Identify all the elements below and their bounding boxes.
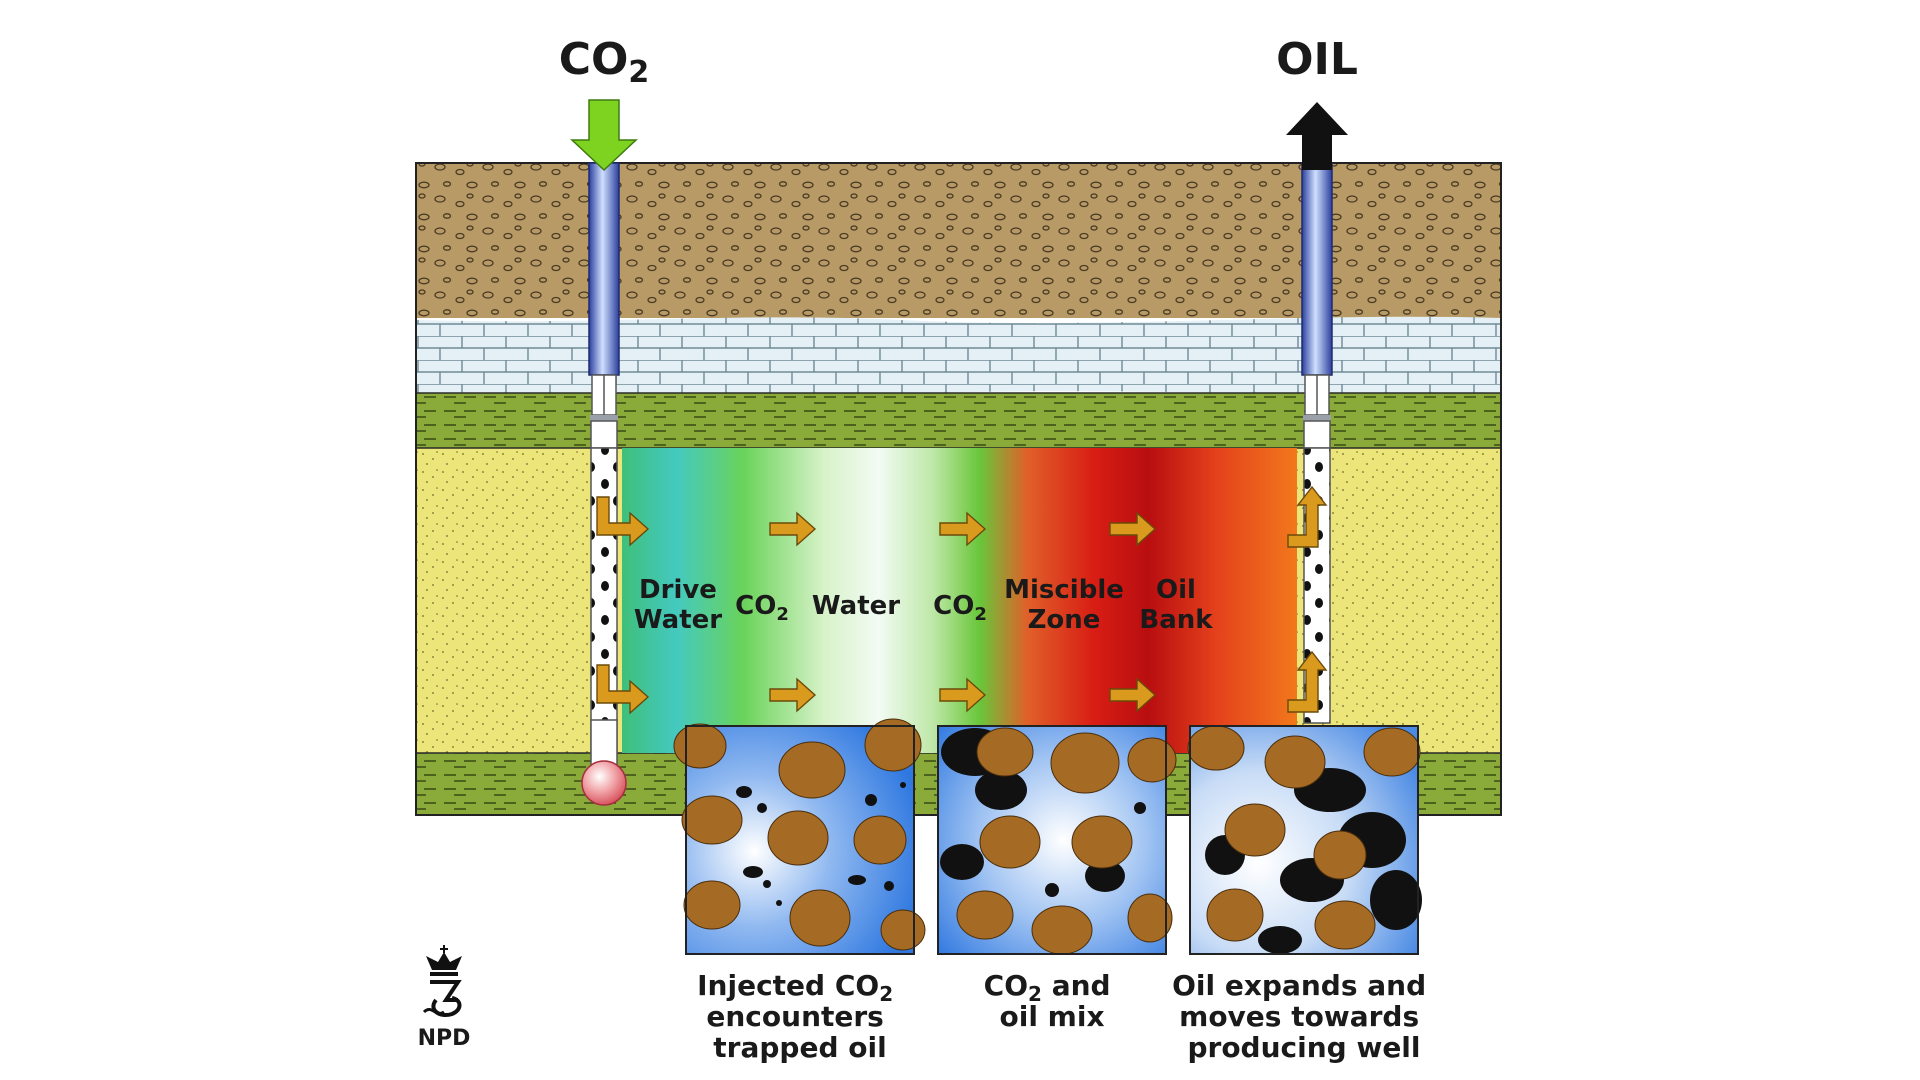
panel-3-caption: Oil expands and moves towards producing … bbox=[1172, 969, 1436, 1064]
overburden-layer bbox=[416, 163, 1501, 318]
shale-cap-layer bbox=[416, 393, 1501, 448]
flow-arrow-icon bbox=[596, 496, 650, 547]
oil-output-label: OIL bbox=[1276, 34, 1358, 85]
svg-text:NPD: NPD bbox=[418, 1026, 471, 1051]
flow-arrow-icon bbox=[1287, 485, 1328, 548]
flow-arrow-icon bbox=[596, 664, 650, 715]
zone-water-label: Water bbox=[812, 591, 900, 621]
flow-arrow-icon bbox=[769, 677, 817, 713]
production-well bbox=[1301, 162, 1333, 724]
co2-input-label: CO2 bbox=[559, 34, 650, 90]
flow-arrow-icon bbox=[939, 677, 987, 713]
zone-co2-label-2: CO2 bbox=[933, 591, 987, 625]
flow-arrow-icon bbox=[769, 511, 817, 547]
panel-1-caption: Injected CO2 encounters trapped oil bbox=[697, 969, 903, 1064]
npd-logo: NPD bbox=[418, 945, 471, 1051]
flow-arrow-icon bbox=[1287, 650, 1328, 713]
panel-2-caption: CO2 and oil mix bbox=[984, 969, 1121, 1033]
flow-arrow-icon bbox=[1109, 511, 1157, 547]
flood-front-gradient bbox=[622, 448, 1297, 753]
crown-icon bbox=[426, 952, 462, 970]
well-bottom-bulb bbox=[581, 760, 627, 806]
zone-co2-label-1: CO2 bbox=[735, 591, 789, 625]
co2-injection-arrow bbox=[570, 99, 638, 172]
limestone-layer bbox=[416, 316, 1501, 396]
flow-arrow-icon bbox=[939, 511, 987, 547]
pore-panel-2 bbox=[937, 725, 1177, 955]
oil-production-arrow bbox=[1286, 102, 1348, 170]
pore-panel-1 bbox=[673, 718, 926, 955]
flow-arrows bbox=[596, 485, 1328, 715]
flow-arrow-icon bbox=[1109, 677, 1157, 713]
pore-panel-3 bbox=[1187, 725, 1422, 955]
